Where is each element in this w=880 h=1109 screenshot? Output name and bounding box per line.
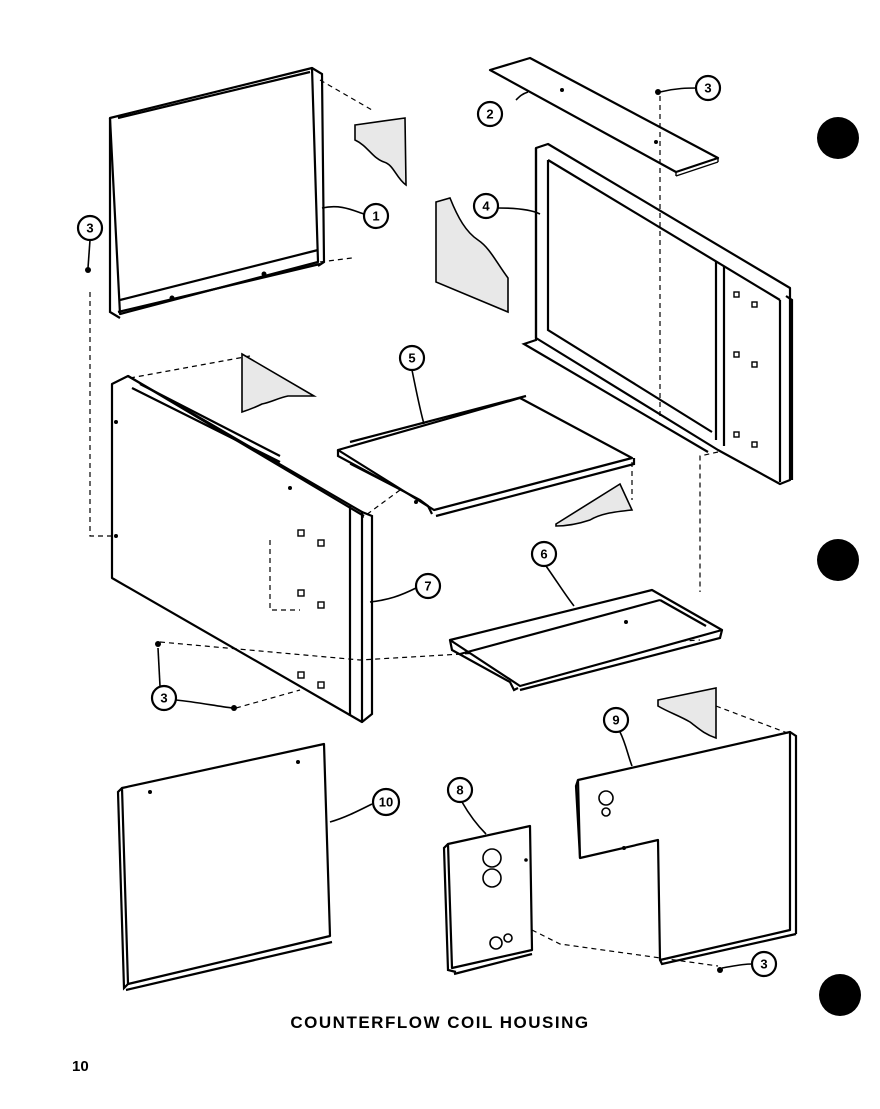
screw-mid-left-upper: [155, 641, 161, 647]
callout-3-bottom-right: 3: [750, 950, 778, 978]
screw-top-right: [655, 89, 661, 95]
callout-8: 8: [446, 776, 474, 804]
insulation-piece-4: [435, 197, 509, 314]
svg-text:1: 1: [372, 209, 379, 224]
part-9-l-shaped-panel: [574, 705, 798, 966]
registration-mark-top: [817, 117, 859, 159]
part-1-side-panel: [108, 66, 373, 319]
screw-mid-left-lower: [231, 705, 237, 711]
callout-3-left: 3: [76, 214, 104, 242]
callout-9: 9: [602, 706, 630, 734]
screw-top-left: [85, 267, 91, 273]
svg-text:6: 6: [540, 547, 547, 562]
callout-1: 1: [362, 202, 390, 230]
part-10-front-panel: [116, 742, 333, 992]
callout-10: 10: [371, 787, 401, 817]
part-2-top-cover: [488, 56, 720, 177]
registration-mark-middle: [817, 539, 859, 581]
callout-3-top-right: 3: [694, 74, 722, 102]
callout-4: 4: [472, 192, 500, 220]
svg-text:3: 3: [160, 691, 167, 706]
part-8-access-panel: [442, 824, 719, 976]
svg-text:8: 8: [456, 783, 463, 798]
callout-3-middle: 3: [150, 684, 178, 712]
insulation-piece-9: [657, 687, 717, 740]
svg-text:10: 10: [379, 795, 393, 810]
insulation-piece-5: [555, 482, 634, 527]
svg-text:3: 3: [704, 81, 711, 96]
insulation-piece-7: [241, 352, 317, 414]
screw-bottom-right: [717, 967, 723, 973]
svg-text:4: 4: [482, 199, 490, 214]
callout-2: 2: [476, 100, 504, 128]
svg-text:3: 3: [86, 221, 93, 236]
svg-text:3: 3: [760, 957, 767, 972]
callout-5: 5: [398, 344, 426, 372]
svg-text:9: 9: [612, 713, 619, 728]
svg-text:5: 5: [408, 351, 415, 366]
svg-text:2: 2: [486, 107, 493, 122]
svg-text:7: 7: [424, 579, 431, 594]
callout-7: 7: [414, 572, 442, 600]
insulation-piece-1: [354, 117, 407, 187]
page-number: 10: [72, 1058, 89, 1075]
part-6-drain-pan: [448, 588, 724, 692]
part-5-tray: [336, 394, 636, 519]
part-4-rear-frame: [521, 96, 794, 592]
diagram-title: COUNTERFLOW COIL HOUSING: [290, 1013, 590, 1032]
leader-lines: [87, 87, 753, 969]
registration-mark-bottom: [819, 974, 861, 1016]
callout-6: 6: [530, 540, 558, 568]
